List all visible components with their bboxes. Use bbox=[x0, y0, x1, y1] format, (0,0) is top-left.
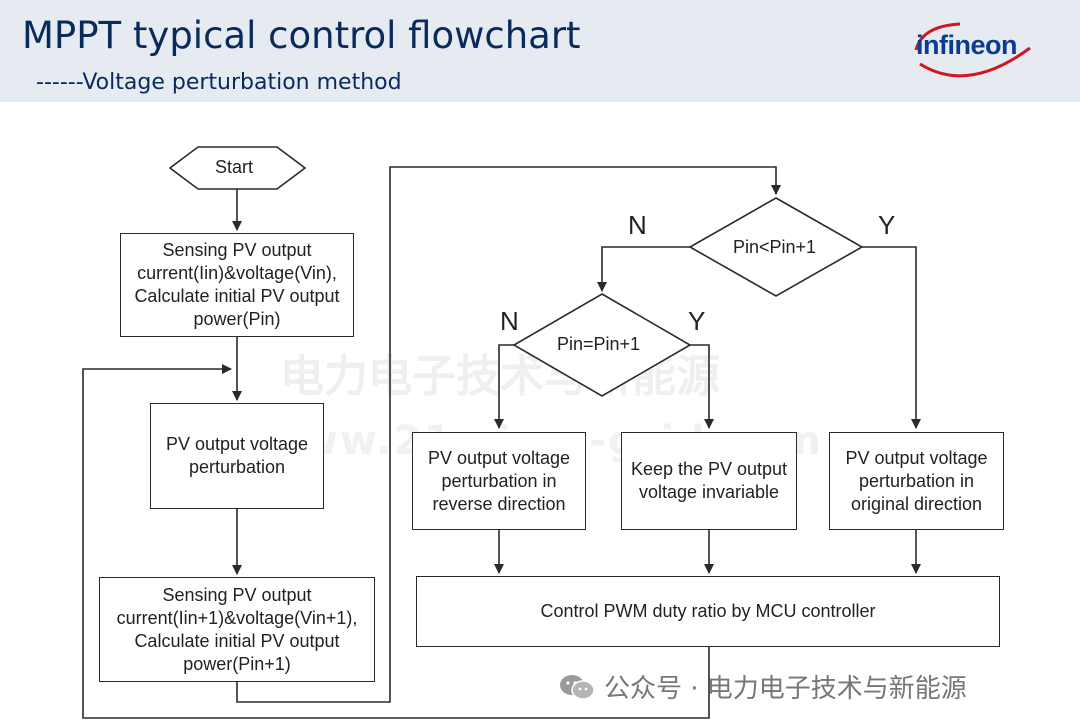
infineon-logo: infineon bbox=[916, 30, 1017, 60]
control-pwm-box: Control PWM duty ratio by MCU controller bbox=[416, 576, 1000, 647]
branch-y-label: Y bbox=[688, 306, 706, 336]
wechat-icon bbox=[560, 674, 595, 700]
original-direction-box: PV output voltage perturbation in origin… bbox=[829, 432, 1004, 530]
wechat-account-label: 公众号 · 电力电子技术与新能源 bbox=[604, 674, 967, 704]
branch-n-label: N bbox=[500, 306, 519, 336]
decision-pin-less-label: Pin<Pin+1 bbox=[733, 237, 817, 257]
wechat-footer: 公众号 · 电力电子技术与新能源 bbox=[558, 668, 967, 705]
slide-header: MPPT typical control flowchart ------Vol… bbox=[0, 0, 1080, 102]
sense-next-box: Sensing PV output current(Iin+1)&voltage… bbox=[99, 577, 375, 682]
slide-title: MPPT typical control flowchart bbox=[22, 14, 581, 57]
decision-pin-equal bbox=[512, 293, 692, 397]
sense-initial-box: Sensing PV output current(Iin)&voltage(V… bbox=[120, 233, 354, 337]
decision-pin-equal-label: Pin=Pin+1 bbox=[557, 334, 641, 354]
branch-y-label: Y bbox=[878, 210, 896, 240]
branch-n-label: N bbox=[628, 210, 647, 240]
start-label: Start bbox=[215, 157, 254, 177]
keep-invariable-box: Keep the PV output voltage invariable bbox=[621, 432, 797, 530]
infineon-logo-arc-icon bbox=[914, 22, 1031, 78]
decision-pin-less bbox=[688, 197, 864, 297]
reverse-direction-box: PV output voltage perturbation in revers… bbox=[412, 432, 586, 530]
perturb-box: PV output voltage perturbation bbox=[150, 403, 324, 509]
start-terminal bbox=[168, 146, 307, 190]
slide-subtitle: ------Voltage perturbation method bbox=[36, 70, 402, 95]
